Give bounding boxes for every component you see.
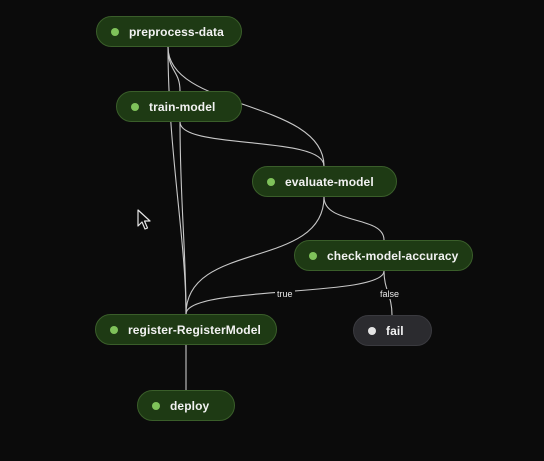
status-dot-icon	[111, 27, 119, 36]
step-label: evaluate-model	[285, 174, 374, 189]
step-node-fail[interactable]: fail	[353, 315, 432, 346]
step-label: fail	[386, 323, 404, 338]
step-node-preprocess-data[interactable]: preprocess-data	[96, 16, 242, 47]
step-node-register-model[interactable]: register-RegisterModel	[95, 314, 277, 345]
step-label: check-model-accuracy	[327, 248, 459, 263]
edge-train-to-evaluate	[179, 121, 325, 167]
edge-preprocess-to-train	[167, 46, 181, 92]
edge-evaluate-to-check	[323, 196, 385, 241]
status-dot-icon	[267, 177, 275, 186]
mouse-pointer-icon	[137, 209, 151, 230]
status-dot-icon	[152, 401, 160, 410]
step-node-check-model-accuracy[interactable]: check-model-accuracy	[294, 240, 473, 271]
step-label: train-model	[149, 99, 216, 114]
status-dot-icon	[131, 102, 139, 111]
step-node-deploy[interactable]: deploy	[137, 390, 235, 421]
status-dot-icon	[309, 251, 317, 260]
step-node-evaluate-model[interactable]: evaluate-model	[252, 166, 397, 197]
step-label: register-RegisterModel	[128, 322, 261, 337]
edge-preprocess-to-evaluate	[167, 46, 325, 167]
edge-train-to-register	[179, 121, 187, 315]
edge-label-true: true	[275, 289, 295, 299]
status-dot-icon	[368, 326, 376, 335]
step-label: preprocess-data	[129, 24, 224, 39]
edge-label-false: false	[378, 289, 402, 299]
step-node-train-model[interactable]: train-model	[116, 91, 242, 122]
edge-evaluate-to-register	[185, 196, 325, 315]
edge-preprocess-to-register	[167, 46, 187, 315]
step-label: deploy	[170, 398, 210, 413]
status-dot-icon	[110, 325, 118, 334]
